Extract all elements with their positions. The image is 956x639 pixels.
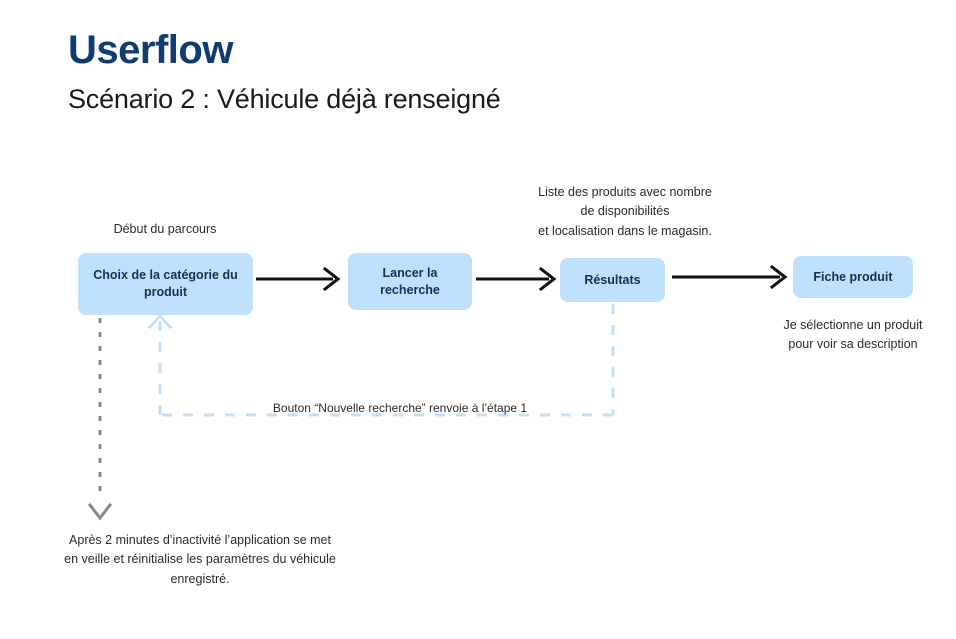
arrow-node3-to-node4 [672, 264, 788, 290]
caption-debut-du-parcours: Début du parcours [113, 222, 217, 236]
caption-liste-produits: Liste des produits avec nombre de dispon… [538, 185, 712, 238]
caption-inactivite: Après 2 minutes d’inactivité l’applicati… [64, 533, 336, 586]
caption-nouvelle-recherche: Bouton “Nouvelle recherche” renvoie à l’… [272, 401, 528, 415]
loop-back-connector [147, 304, 615, 417]
flow-node-choix-categorie[interactable]: Choix de la catégorie du produit [78, 253, 253, 315]
caption-selection-produit: Je sélectionne un produit pour voir sa d… [783, 318, 923, 352]
chevron-up-icon [147, 313, 173, 330]
page-title: Userflow [68, 28, 233, 72]
arrow-node1-to-node2 [256, 266, 341, 292]
chevron-down-icon [87, 502, 113, 521]
flow-node-resultats[interactable]: Résultats [560, 258, 665, 302]
arrow-node2-to-node3 [476, 266, 557, 292]
idle-timeout-connector [87, 318, 113, 521]
page-subtitle: Scénario 2 : Véhicule déjà renseigné [68, 84, 501, 114]
flow-node-lancer-recherche[interactable]: Lancer la recherche [348, 253, 472, 310]
flow-node-fiche-produit[interactable]: Fiche produit [793, 256, 913, 298]
